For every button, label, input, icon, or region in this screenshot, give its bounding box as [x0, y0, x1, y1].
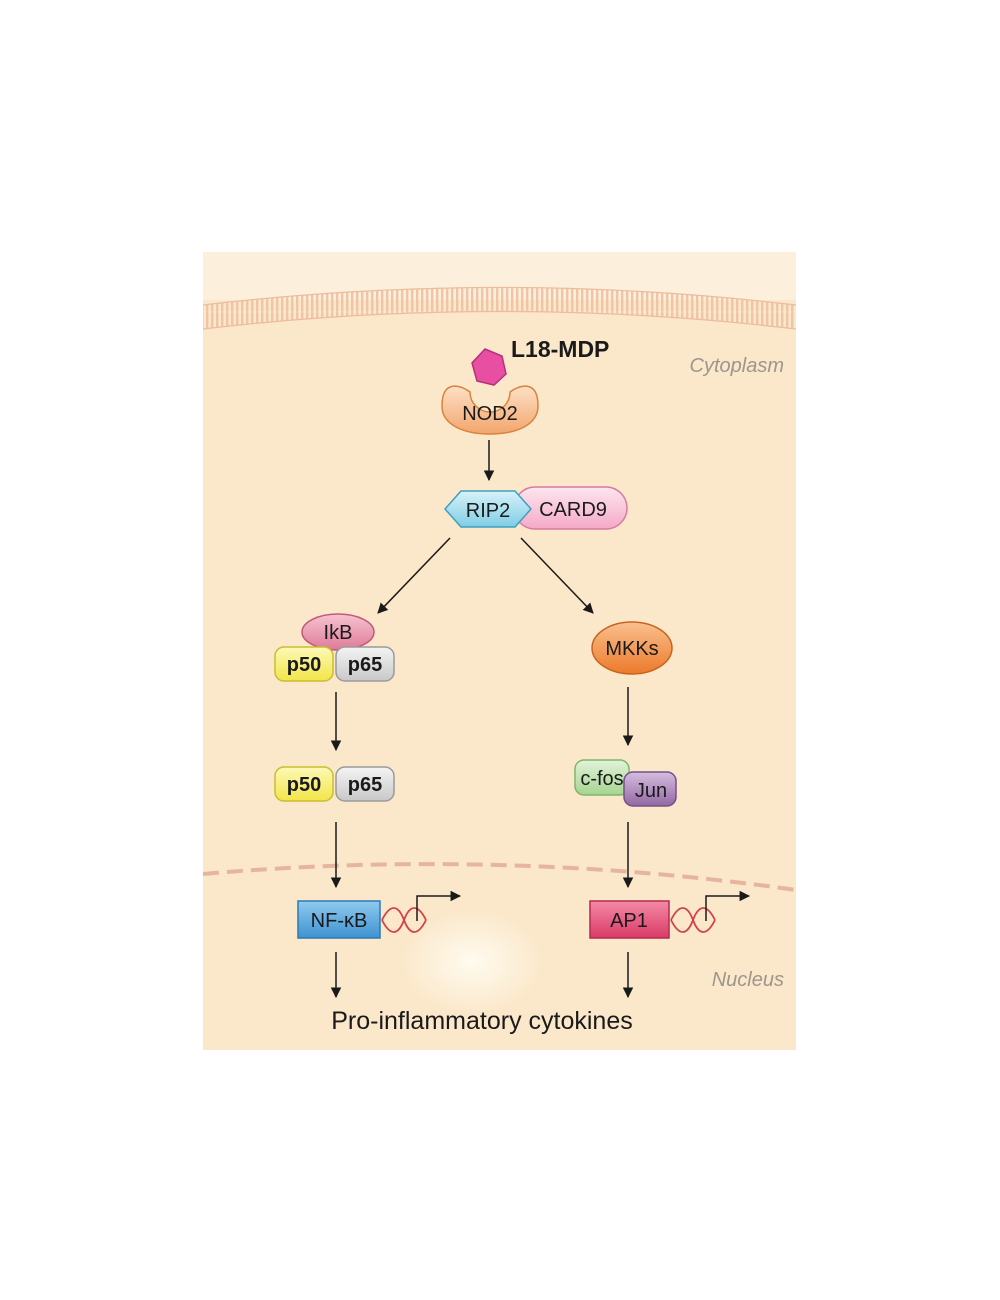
plasma-membrane	[202, 286, 797, 330]
nucleus-glow	[397, 907, 547, 1017]
p50-bound-protein	[274, 646, 334, 682]
nfkb-transcription-factor	[297, 900, 381, 939]
nuclear-membrane	[202, 862, 797, 892]
jun-label: Jun	[635, 780, 667, 802]
ap1-transcription-arrow-icon	[705, 890, 751, 921]
p50-free-protein	[274, 766, 334, 802]
mkks-protein	[591, 621, 673, 675]
p65-bound-protein	[335, 646, 395, 682]
p65-free-label: p65	[348, 774, 382, 796]
nfkb-label: NF-κB	[311, 910, 368, 932]
ikb-label: IkB	[324, 622, 353, 644]
ap1-label: AP1	[610, 910, 648, 932]
nfkb-dna-helix-icon	[381, 907, 427, 933]
nod2-receptor	[441, 385, 539, 435]
cytokines-output-label: Pro-inflammatory cytokines	[331, 1007, 632, 1035]
p65-free-protein	[335, 766, 395, 802]
arrow-rip2-to-mkks	[520, 537, 594, 614]
rip2-label: RIP2	[466, 500, 510, 522]
nucleus-label: Nucleus	[712, 969, 784, 991]
l18-mdp-ligand-icon	[471, 348, 507, 386]
arrow-rip2-to-ikb	[377, 537, 451, 614]
mkks-label: MKKs	[605, 638, 658, 660]
ap1-transcription-factor	[589, 900, 670, 939]
rip2-protein	[443, 490, 533, 528]
cytoplasm-label: Cytoplasm	[690, 355, 784, 377]
p50-bound-label: p50	[287, 654, 321, 676]
p50-free-label: p50	[287, 774, 321, 796]
l18-mdp-label: L18-MDP	[511, 336, 609, 362]
ap1-dna-helix-icon	[670, 907, 716, 933]
nfkb-transcription-arrow-icon	[416, 890, 462, 921]
nod2-label: NOD2	[462, 403, 518, 425]
p65-bound-label: p65	[348, 654, 382, 676]
cfos-label: c-fos	[580, 768, 623, 790]
jun-protein	[623, 771, 677, 807]
card9-label: CARD9	[539, 499, 607, 521]
